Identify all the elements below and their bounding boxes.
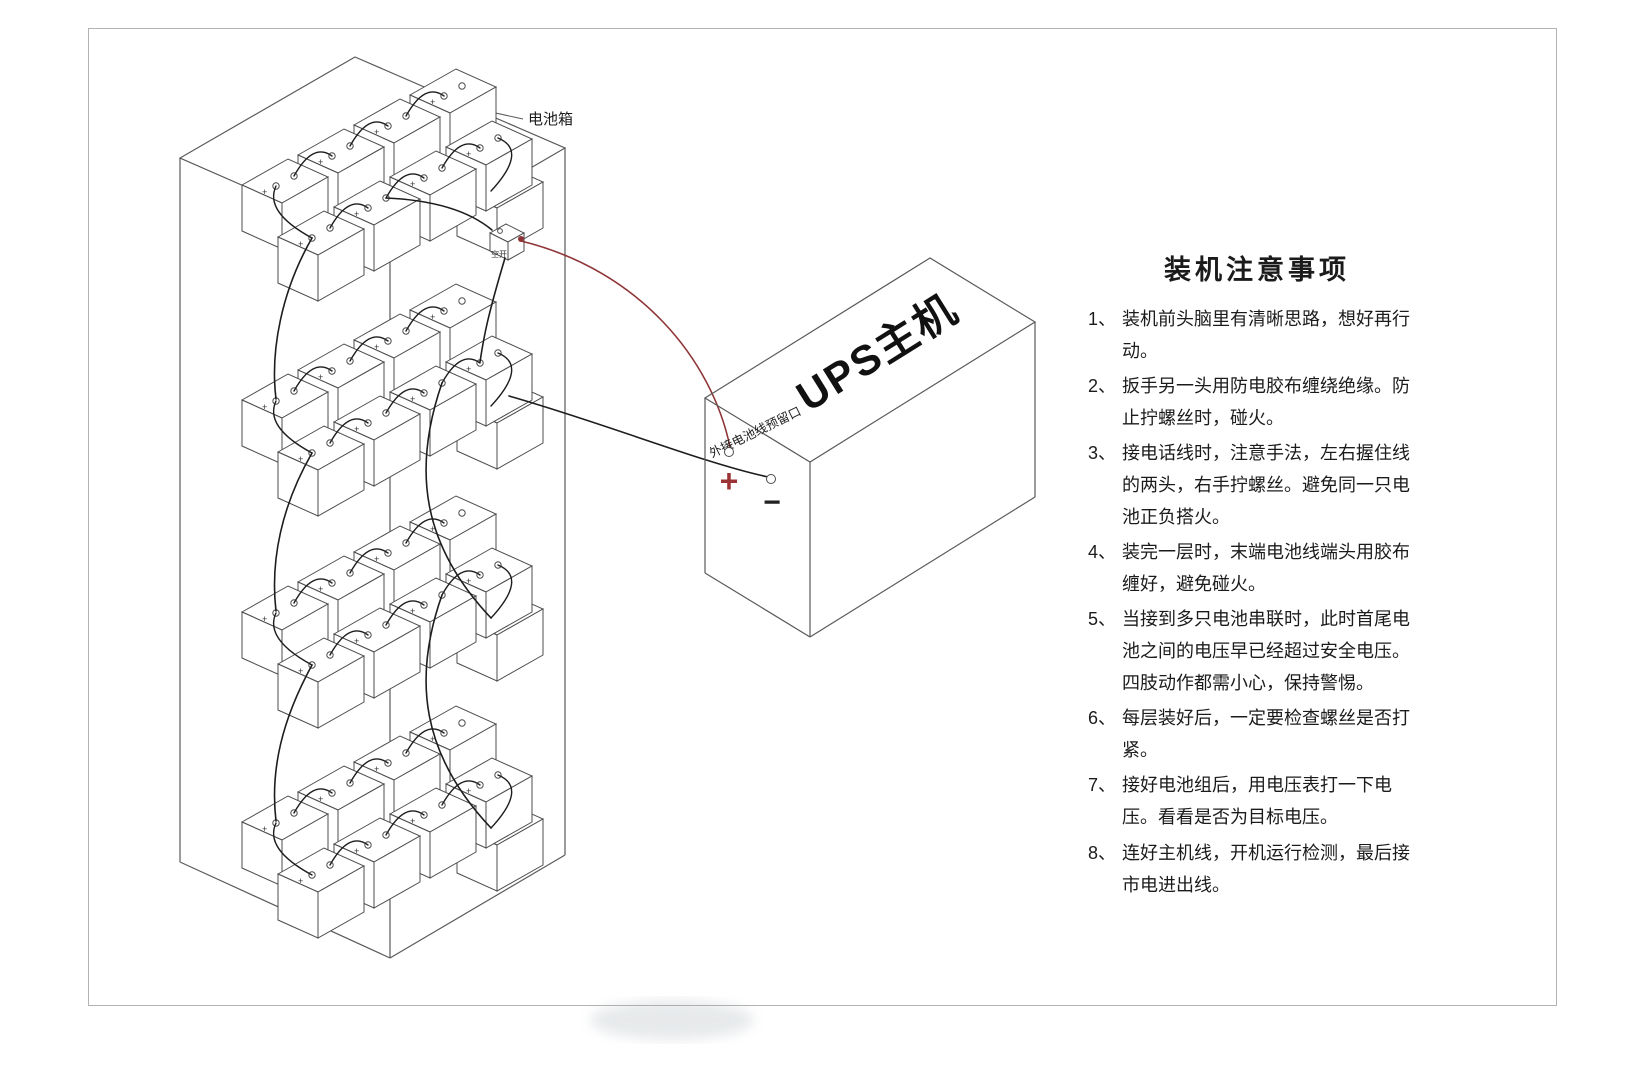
wire-arc bbox=[385, 173, 425, 199]
battery-grid bbox=[241, 68, 544, 939]
wire-arc bbox=[405, 728, 445, 754]
wire-arc bbox=[293, 578, 333, 604]
wire-arc bbox=[441, 570, 481, 596]
series-wires bbox=[272, 91, 513, 876]
note-text: 装完一层时，末端电池线端头用胶布缠好，避免碰火。 bbox=[1122, 542, 1410, 595]
note-item: 5、 当接到多只电池串联时，此时首尾电池之间的电压早已经超过安全电压。四肢动作都… bbox=[1088, 603, 1426, 699]
note-item: 1、 装机前头脑里有清晰思路，想好再行动。 bbox=[1088, 303, 1426, 367]
notes-title: 装机注意事项 bbox=[1164, 255, 1350, 285]
wire-arc bbox=[272, 185, 313, 239]
wire-arc bbox=[385, 810, 425, 836]
wire-arc bbox=[490, 564, 513, 619]
wire-arc bbox=[329, 418, 369, 444]
note-number: 8、 bbox=[1088, 842, 1117, 863]
note-item: 6、 每层装好后，一定要检查螺丝是否打紧。 bbox=[1088, 702, 1426, 766]
wire-arc bbox=[293, 788, 333, 814]
connection-wire bbox=[273, 452, 313, 612]
connection-wire bbox=[479, 257, 506, 363]
note-number: 1、 bbox=[1088, 309, 1117, 329]
note-text: 连好主机线，开机运行检测，最后接市电进出线。 bbox=[1122, 842, 1410, 895]
wire-arc bbox=[385, 600, 425, 626]
note-text: 装机前头脑里有清晰思路，想好再行动。 bbox=[1122, 309, 1410, 362]
note-text: 当接到多只电池串联时，此时首尾电池之间的电压早已经超过安全电压。四肢动作都需小心… bbox=[1122, 609, 1410, 694]
wire-arc bbox=[349, 758, 389, 784]
wire-arc bbox=[385, 388, 425, 414]
positive-cable bbox=[520, 240, 731, 448]
note-item: 2、 扳手另一头用防电胶布缠绕绝缘。防止拧螺丝时，碰火。 bbox=[1088, 370, 1426, 434]
note-item: 8、 连好主机线，开机运行检测，最后接市电进出线。 bbox=[1088, 837, 1426, 901]
minus-terminal-label: − bbox=[763, 486, 781, 519]
plus-terminal-post bbox=[724, 447, 734, 457]
wire-arc bbox=[329, 630, 369, 656]
note-number: 6、 bbox=[1088, 708, 1117, 729]
wire-arc bbox=[293, 151, 333, 177]
wire-arc bbox=[349, 548, 389, 574]
negative-cable bbox=[508, 395, 769, 478]
wire-arc bbox=[272, 612, 313, 666]
wire-arc bbox=[293, 366, 333, 392]
breaker-label: 空开 bbox=[491, 249, 507, 259]
connection-wire bbox=[385, 197, 493, 231]
note-number: 3、 bbox=[1088, 443, 1117, 464]
cabinet-bottom-right-edge bbox=[389, 854, 566, 959]
connection-wire bbox=[273, 664, 313, 822]
connection-wire bbox=[273, 237, 313, 400]
wire-arc bbox=[329, 203, 369, 229]
note-text: 扳手另一头用防电胶布缠绕绝缘。防止拧螺丝时，碰火。 bbox=[1122, 376, 1410, 429]
note-text: 接电话线时，注意手法，左右握住线的两头，右手拧螺丝。避免同一只电池正负搭火。 bbox=[1122, 443, 1410, 528]
minus-terminal-post bbox=[766, 474, 776, 484]
ups-bottom-right-edge bbox=[809, 496, 1036, 638]
wire-arc bbox=[405, 306, 445, 332]
wire-arc bbox=[490, 352, 513, 407]
note-number: 5、 bbox=[1088, 609, 1117, 630]
wire-arc bbox=[272, 400, 313, 454]
note-number: 7、 bbox=[1088, 775, 1117, 796]
note-number: 2、 bbox=[1088, 376, 1117, 397]
ups-title: UPS主机 bbox=[788, 285, 966, 420]
ups-unit: UPS主机 外接电池线预留口 + − bbox=[703, 257, 1037, 638]
note-item: 7、 接好电池组后，用电压表打一下电压。看看是否为目标电压。 bbox=[1088, 769, 1426, 833]
note-text: 接好电池组后，用电压表打一下电压。看看是否为目标电压。 bbox=[1122, 775, 1392, 828]
connection-wire bbox=[425, 594, 492, 829]
wire-arc bbox=[349, 336, 389, 362]
note-text: 每层装好后，一定要检查螺丝是否打紧。 bbox=[1122, 708, 1410, 761]
breaker-terminal bbox=[497, 228, 503, 234]
wire-arc bbox=[329, 840, 369, 866]
circuit-breaker: 空开 bbox=[488, 223, 526, 261]
ups-bottom-left-edge bbox=[704, 572, 811, 638]
watermark-smudge bbox=[590, 1000, 754, 1040]
wire-arc bbox=[490, 137, 513, 192]
series-wires-long bbox=[273, 197, 769, 829]
note-number: 4、 bbox=[1088, 542, 1117, 563]
wire-arc bbox=[441, 358, 481, 384]
note-item: 3、 接电话线时，注意手法，左右握住线的两头，右手拧螺丝。避免同一只电池正负搭火… bbox=[1088, 437, 1426, 533]
battery-box-label: 电池箱 bbox=[528, 111, 573, 128]
wire-arc bbox=[405, 518, 445, 544]
wire-arc bbox=[441, 780, 481, 806]
wire-arc bbox=[441, 143, 481, 169]
wire-arc bbox=[349, 121, 389, 147]
connection-wire bbox=[425, 382, 492, 619]
installation-notes-panel: 装机注意事项 1、 装机前头脑里有清晰思路，想好再行动。 2、 扳手另一头用防电… bbox=[1088, 248, 1426, 904]
plus-terminal-label: + bbox=[720, 463, 739, 499]
note-item: 4、 装完一层时，末端电池线端头用胶布缠好，避免碰火。 bbox=[1088, 536, 1426, 600]
battery-port-label: 外接电池线预留口 bbox=[707, 403, 803, 460]
wire-arc bbox=[405, 91, 445, 117]
wire-arc bbox=[272, 822, 313, 876]
breaker-red-terminal bbox=[518, 236, 524, 242]
diagram-frame bbox=[88, 28, 1557, 1006]
wire-arc bbox=[490, 774, 513, 829]
